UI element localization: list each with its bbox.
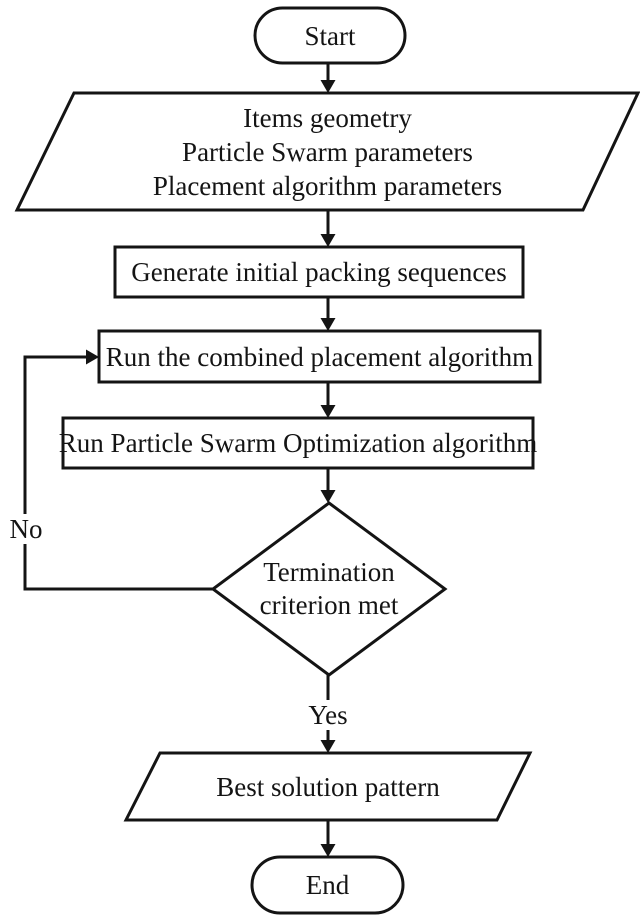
end-label: End xyxy=(305,870,350,900)
arrowhead-into-end xyxy=(320,844,336,857)
placement-label: Run the combined placement algorithm xyxy=(105,341,534,372)
inputs-parallelogram-shape xyxy=(14,91,640,212)
edge-no-loop xyxy=(23,355,213,591)
decision-diamond-shape xyxy=(210,501,448,677)
start-terminator-shape xyxy=(253,6,407,65)
generate-label: Generate initial packing sequences xyxy=(131,257,507,287)
inputs-label: Items geometry Particle Swarm parameters… xyxy=(152,102,503,201)
pso-process-shape xyxy=(61,416,535,470)
arrowhead-into-decision xyxy=(320,490,336,503)
arrowhead-into-output xyxy=(320,740,336,753)
output-label: Best solution pattern xyxy=(216,771,440,802)
arrowhead-no-into-placement xyxy=(86,349,99,365)
output-parallelogram-shape xyxy=(123,751,533,822)
arrowhead-into-inputs xyxy=(320,80,336,93)
arrowhead-into-generate xyxy=(320,234,336,247)
end-terminator-shape xyxy=(250,855,405,915)
arrowhead-into-placement xyxy=(320,318,336,331)
start-label: Start xyxy=(304,20,356,51)
arrowhead-into-pso xyxy=(320,405,336,418)
generate-process-shape xyxy=(113,245,525,299)
decision-label: Termination criterion met xyxy=(259,557,399,620)
placement-process-shape xyxy=(97,329,542,384)
yes-edge-label: Yes xyxy=(302,700,354,730)
pso-label: Run Particle Swarm Optimization algorith… xyxy=(58,428,538,458)
no-edge-label: No xyxy=(3,514,49,544)
